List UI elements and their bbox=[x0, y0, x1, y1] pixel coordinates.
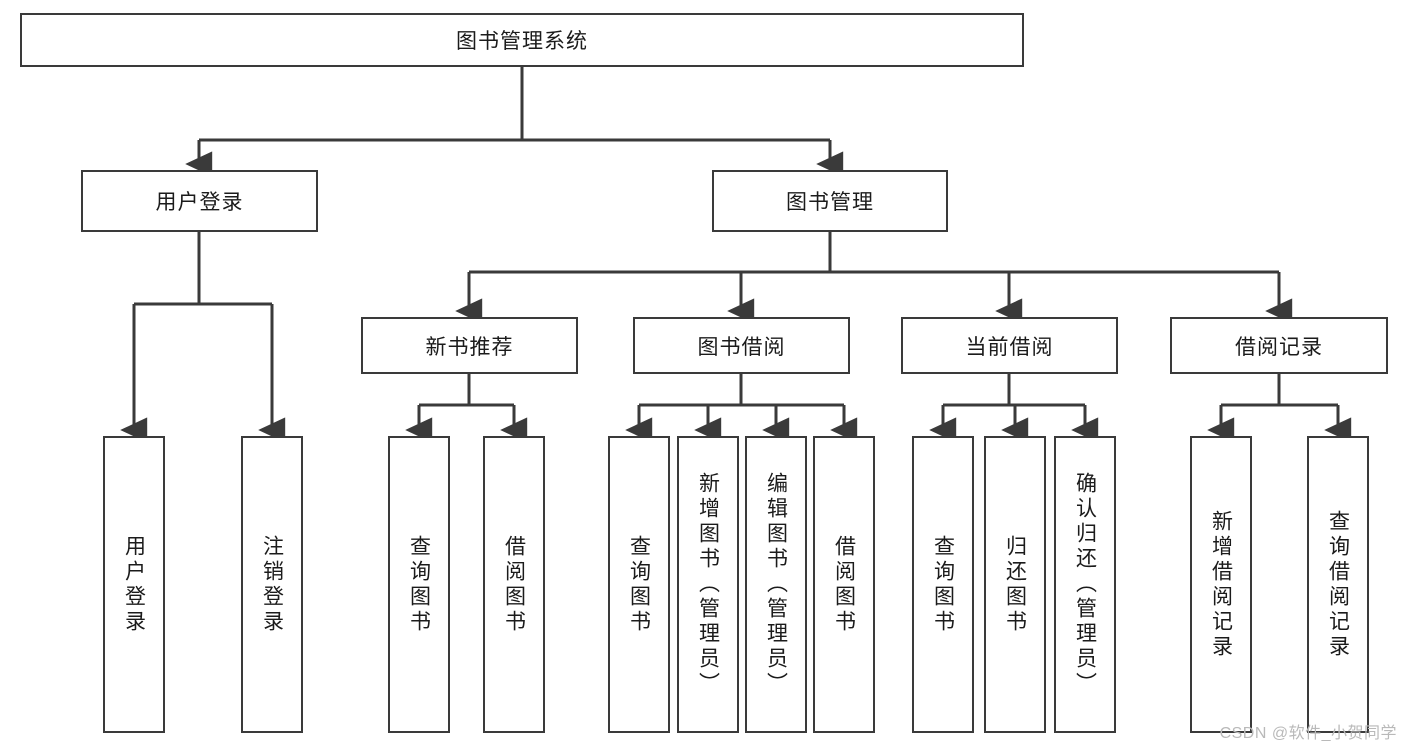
node-leaf-borrow-book-2-label: 借阅图书 bbox=[832, 534, 856, 635]
node-root-label: 图书管理系统 bbox=[456, 30, 588, 53]
node-leaf-borrow-book-1-label: 借阅图书 bbox=[502, 534, 526, 635]
node-book-manage-label: 图书管理 bbox=[786, 191, 874, 214]
node-book-borrow-label: 图书借阅 bbox=[697, 335, 786, 359]
node-leaf-logout-label: 注销登录 bbox=[260, 534, 284, 635]
node-borrow-record-label: 借阅记录 bbox=[1235, 335, 1323, 359]
node-borrow-record[interactable]: 借阅记录 bbox=[1170, 317, 1388, 374]
node-leaf-borrow-book-2[interactable]: 借阅图书 bbox=[813, 436, 875, 733]
node-leaf-user-login-label: 用户登录 bbox=[122, 534, 146, 635]
node-current-borrow[interactable]: 当前借阅 bbox=[901, 317, 1118, 374]
node-leaf-query-book-1[interactable]: 查询图书 bbox=[388, 436, 450, 733]
node-leaf-add-record[interactable]: 新增借阅记录 bbox=[1190, 436, 1252, 733]
node-current-borrow-label: 当前借阅 bbox=[965, 335, 1054, 359]
node-leaf-confirm-return-label: 确认归还（管理员） bbox=[1073, 472, 1097, 697]
node-leaf-add-record-label: 新增借阅记录 bbox=[1209, 509, 1233, 660]
csdn-watermark: CSDN @软件_小贺同学 bbox=[1219, 725, 1397, 742]
node-leaf-query-book-3-label: 查询图书 bbox=[931, 534, 955, 635]
node-new-book-rec-label: 新书推荐 bbox=[425, 335, 514, 359]
node-book-borrow[interactable]: 图书借阅 bbox=[633, 317, 850, 374]
node-leaf-edit-book-label: 编辑图书（管理员） bbox=[764, 472, 788, 697]
node-leaf-borrow-book-1[interactable]: 借阅图书 bbox=[483, 436, 545, 733]
node-leaf-return-book[interactable]: 归还图书 bbox=[984, 436, 1046, 733]
node-leaf-logout[interactable]: 注销登录 bbox=[241, 436, 303, 733]
node-root[interactable]: 图书管理系统 bbox=[20, 13, 1024, 67]
node-leaf-user-login[interactable]: 用户登录 bbox=[103, 436, 165, 733]
node-leaf-return-book-label: 归还图书 bbox=[1003, 534, 1027, 635]
node-user-login[interactable]: 用户登录 bbox=[81, 170, 318, 232]
node-leaf-add-book-label: 新增图书（管理员） bbox=[696, 472, 720, 697]
node-new-book-rec[interactable]: 新书推荐 bbox=[361, 317, 578, 374]
node-user-login-label: 用户登录 bbox=[155, 191, 244, 214]
node-leaf-query-book-2-label: 查询图书 bbox=[627, 534, 651, 635]
node-leaf-confirm-return[interactable]: 确认归还（管理员） bbox=[1054, 436, 1116, 733]
node-leaf-query-record-label: 查询借阅记录 bbox=[1326, 509, 1350, 660]
node-leaf-query-record[interactable]: 查询借阅记录 bbox=[1307, 436, 1369, 733]
node-leaf-edit-book[interactable]: 编辑图书（管理员） bbox=[745, 436, 807, 733]
node-leaf-query-book-1-label: 查询图书 bbox=[407, 534, 431, 635]
node-leaf-add-book[interactable]: 新增图书（管理员） bbox=[677, 436, 739, 733]
node-leaf-query-book-3[interactable]: 查询图书 bbox=[912, 436, 974, 733]
node-leaf-query-book-2[interactable]: 查询图书 bbox=[608, 436, 670, 733]
node-book-manage[interactable]: 图书管理 bbox=[712, 170, 948, 232]
